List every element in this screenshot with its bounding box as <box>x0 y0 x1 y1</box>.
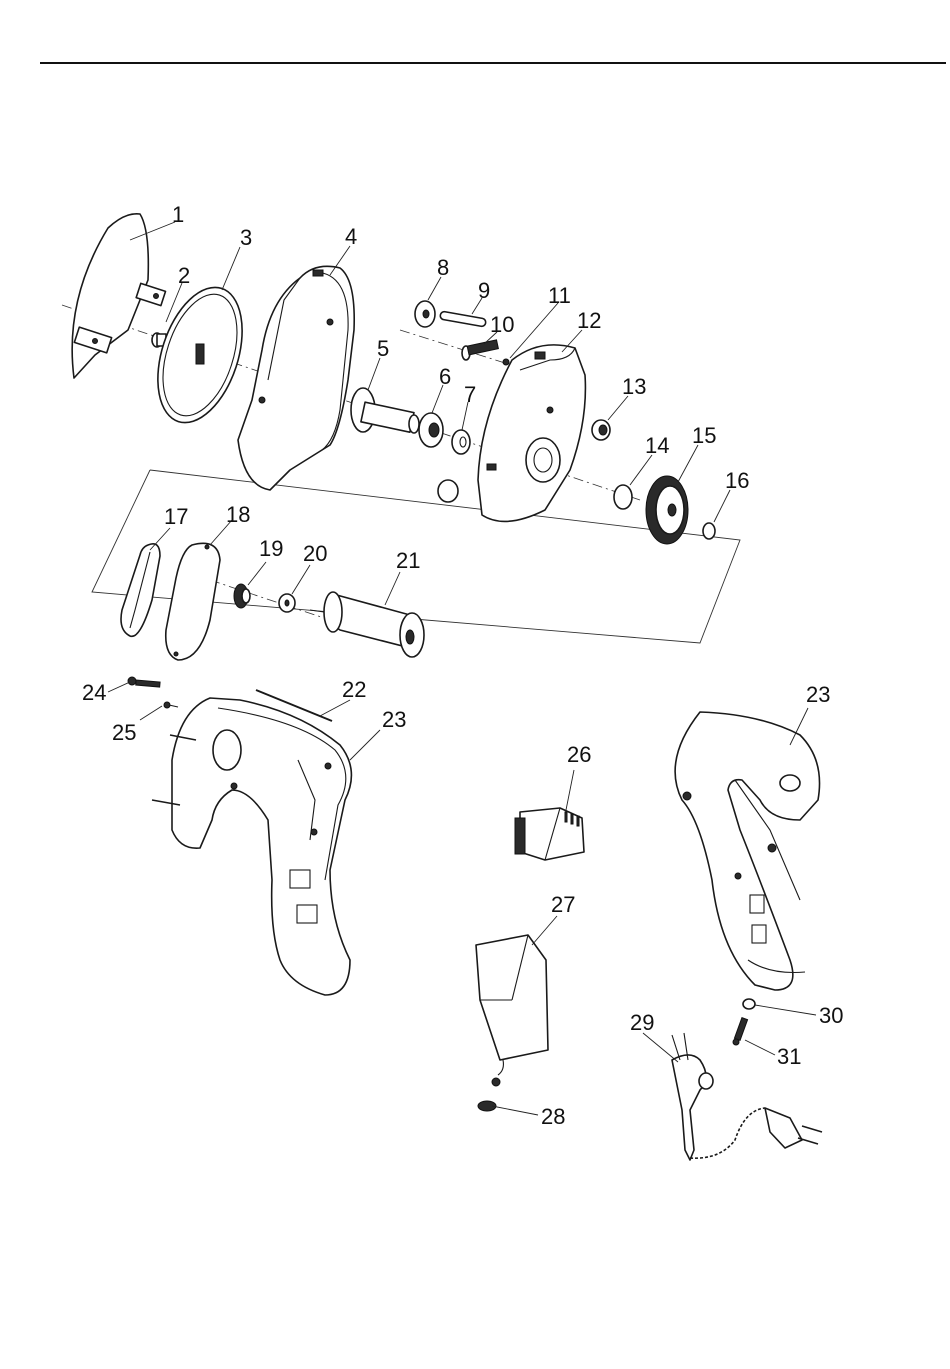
nut-part-11 <box>503 359 509 365</box>
callout-29: 29 <box>630 1010 654 1035</box>
nut-part-30 <box>743 999 755 1009</box>
knob-part-13 <box>592 420 610 440</box>
switch-part-26 <box>515 808 584 860</box>
callout-21: 21 <box>396 548 420 573</box>
callout-5: 5 <box>377 336 389 361</box>
callout-14: 14 <box>645 433 669 458</box>
screw-part-25 <box>164 702 178 708</box>
handle-housing-right-part <box>675 712 819 990</box>
callout-30: 30 <box>819 1003 843 1028</box>
callout-26: 26 <box>567 742 591 767</box>
washer-part-14 <box>614 485 632 509</box>
callout-24: 24 <box>82 680 106 705</box>
callout-1: 1 <box>172 202 184 227</box>
callout-13: 13 <box>622 374 646 399</box>
callout-2: 2 <box>178 263 190 288</box>
washer-part-7 <box>452 430 470 454</box>
screw-part-10 <box>462 340 498 360</box>
callout-23a: 23 <box>382 707 406 732</box>
gear-housing-part <box>478 345 585 522</box>
callout-6: 6 <box>439 364 451 389</box>
gear-part-15 <box>646 476 688 544</box>
motor-part-21 <box>310 592 424 657</box>
callout-11: 11 <box>548 283 571 308</box>
callout-3: 3 <box>240 225 252 250</box>
callout-15: 15 <box>692 423 716 448</box>
callout-4: 4 <box>345 224 357 249</box>
blade-guard-part <box>72 214 165 378</box>
clip-part-16 <box>703 523 715 539</box>
pinion-part-19 <box>234 584 250 608</box>
callout-22: 22 <box>342 677 366 702</box>
blade-housing-part <box>238 266 354 490</box>
callout-25: 25 <box>112 720 136 745</box>
callout-9: 9 <box>478 278 490 303</box>
knob-part <box>438 480 458 502</box>
drive-shaft-part <box>351 388 419 433</box>
callout-31: 31 <box>777 1044 801 1069</box>
callout-18: 18 <box>226 502 250 527</box>
cover-part-18 <box>166 543 220 660</box>
callout-8: 8 <box>437 255 449 280</box>
washer-part-20 <box>279 594 295 612</box>
screw-part-31 <box>733 1018 748 1045</box>
callout-7: 7 <box>464 382 476 407</box>
callout-12: 12 <box>577 308 601 333</box>
callout-19: 19 <box>259 536 283 561</box>
screw-part-24 <box>128 677 160 687</box>
callout-23b: 23 <box>806 682 830 707</box>
handle-housing-left-part <box>152 698 351 995</box>
callout-10: 10 <box>490 312 514 337</box>
bearing-part <box>419 413 443 447</box>
capacitor-part-27 <box>476 935 548 1086</box>
callout-27: 27 <box>551 892 575 917</box>
callout-20: 20 <box>303 541 327 566</box>
callout-17: 17 <box>164 504 188 529</box>
washer-part-8 <box>415 301 435 327</box>
callout-16: 16 <box>725 468 749 493</box>
pin-part-9 <box>440 311 487 327</box>
belt-part-17 <box>121 544 160 637</box>
callout-28: 28 <box>541 1104 565 1129</box>
